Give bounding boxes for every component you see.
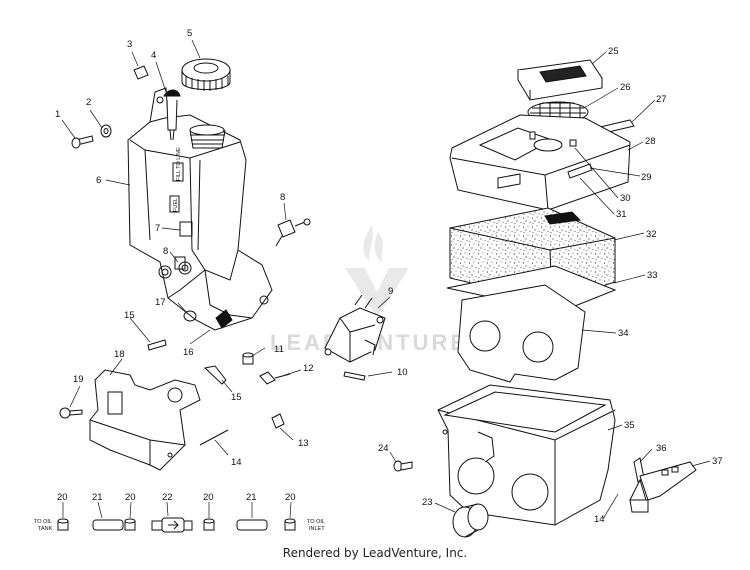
callout-8a: 8 bbox=[280, 192, 285, 203]
callout-22: 22 bbox=[162, 492, 173, 503]
callout-28: 28 bbox=[645, 136, 656, 147]
nut-20b bbox=[124, 518, 136, 531]
plate-34 bbox=[457, 284, 586, 383]
callout-13: 13 bbox=[298, 438, 309, 449]
airbox-base-35 bbox=[437, 384, 616, 526]
callout-4: 4 bbox=[151, 50, 156, 61]
bottom-hose-row bbox=[57, 517, 296, 533]
callout-14b: 14 bbox=[594, 514, 605, 525]
callout-15b: 15 bbox=[231, 392, 242, 403]
callout-35: 35 bbox=[624, 420, 635, 431]
grommet-3 bbox=[133, 65, 149, 80]
callout-19: 19 bbox=[73, 374, 84, 385]
hose-annotations: TO OIL TANK TO OIL INLET bbox=[34, 519, 325, 532]
elbow-fitting-12 bbox=[259, 371, 291, 385]
watermark-logo-icon bbox=[345, 225, 409, 318]
callout-27: 27 bbox=[656, 94, 667, 105]
callout-labels: 1 2 3 4 5 6 7 8 8 9 10 11 12 13 14 15 15… bbox=[55, 28, 723, 525]
tank-stamp-fuel: FUEL bbox=[173, 198, 179, 212]
callout-1: 1 bbox=[55, 109, 60, 120]
filler-cap bbox=[181, 58, 231, 91]
nut-20a bbox=[57, 518, 69, 531]
callout-11: 11 bbox=[274, 344, 284, 355]
callout-7: 7 bbox=[155, 223, 160, 234]
callout-16: 16 bbox=[183, 347, 194, 358]
to-oil-inlet-line2: INLET bbox=[309, 526, 325, 532]
callout-26: 26 bbox=[620, 82, 631, 93]
callout-14a: 14 bbox=[231, 457, 242, 468]
to-oil-tank-line1: TO OIL bbox=[34, 519, 52, 525]
callout-20d: 20 bbox=[285, 492, 296, 503]
callout-20b: 20 bbox=[125, 492, 136, 503]
hose-21b bbox=[236, 519, 268, 531]
leader-lines-bottom bbox=[62, 501, 292, 519]
airbox-cover-28 bbox=[449, 114, 631, 211]
screw-15a bbox=[203, 365, 227, 385]
filter-element-25 bbox=[517, 59, 603, 101]
screw-15b bbox=[147, 339, 167, 351]
callout-23: 23 bbox=[422, 497, 433, 508]
callout-20c: 20 bbox=[203, 492, 214, 503]
oil-pump bbox=[324, 294, 386, 363]
mounting-bracket bbox=[89, 369, 201, 471]
oil-tank bbox=[127, 87, 273, 331]
tank-stamps: FILL TO LINE FUEL bbox=[173, 147, 182, 212]
leader-lines-right bbox=[389, 51, 711, 520]
dipstick bbox=[163, 89, 181, 141]
oil-line-14 bbox=[199, 429, 229, 446]
callout-21b: 21 bbox=[246, 492, 257, 503]
washer-2 bbox=[100, 124, 112, 138]
screw-10 bbox=[343, 371, 366, 381]
callout-2: 2 bbox=[86, 97, 91, 108]
clamp-13 bbox=[271, 413, 285, 429]
nut-20c bbox=[203, 518, 215, 531]
callout-8b: 8 bbox=[163, 246, 168, 257]
callout-17: 17 bbox=[155, 297, 166, 308]
callout-15a: 15 bbox=[124, 310, 135, 321]
callout-24: 24 bbox=[378, 443, 389, 454]
callout-21a: 21 bbox=[92, 492, 103, 503]
callout-9: 9 bbox=[388, 286, 393, 297]
callout-10: 10 bbox=[397, 367, 408, 378]
callout-5: 5 bbox=[187, 28, 192, 39]
callout-3: 3 bbox=[127, 39, 132, 50]
hose-21a bbox=[92, 519, 124, 531]
bracket-37 bbox=[629, 461, 697, 513]
leader-lines-left bbox=[61, 39, 393, 456]
callout-34: 34 bbox=[618, 328, 629, 339]
screw-19 bbox=[59, 407, 83, 419]
footer-credit: Rendered by LeadVenture, Inc. bbox=[282, 546, 468, 560]
to-oil-inlet-line1: TO OIL bbox=[307, 519, 325, 525]
callout-33: 33 bbox=[647, 270, 658, 281]
tank-stamp-fill-line: FILL TO LINE bbox=[176, 147, 182, 181]
to-oil-tank-line2: TANK bbox=[38, 526, 53, 532]
callout-37: 37 bbox=[712, 456, 723, 467]
callout-31: 31 bbox=[616, 209, 627, 220]
callout-20a: 20 bbox=[57, 492, 68, 503]
fitting-11 bbox=[242, 352, 254, 365]
screw-1 bbox=[71, 135, 94, 149]
callout-18: 18 bbox=[114, 349, 125, 360]
callout-32: 32 bbox=[646, 229, 657, 240]
filter-22 bbox=[151, 517, 193, 533]
sleeve-23 bbox=[452, 503, 489, 538]
fitting-24 bbox=[393, 460, 413, 472]
callout-25: 25 bbox=[608, 46, 619, 57]
callout-36: 36 bbox=[656, 443, 667, 454]
callout-6: 6 bbox=[96, 175, 101, 186]
callout-29: 29 bbox=[641, 172, 652, 183]
callout-30: 30 bbox=[620, 193, 631, 204]
callout-12: 12 bbox=[303, 363, 314, 374]
vent-fitting-8 bbox=[275, 218, 311, 247]
nut-20d bbox=[284, 518, 296, 531]
